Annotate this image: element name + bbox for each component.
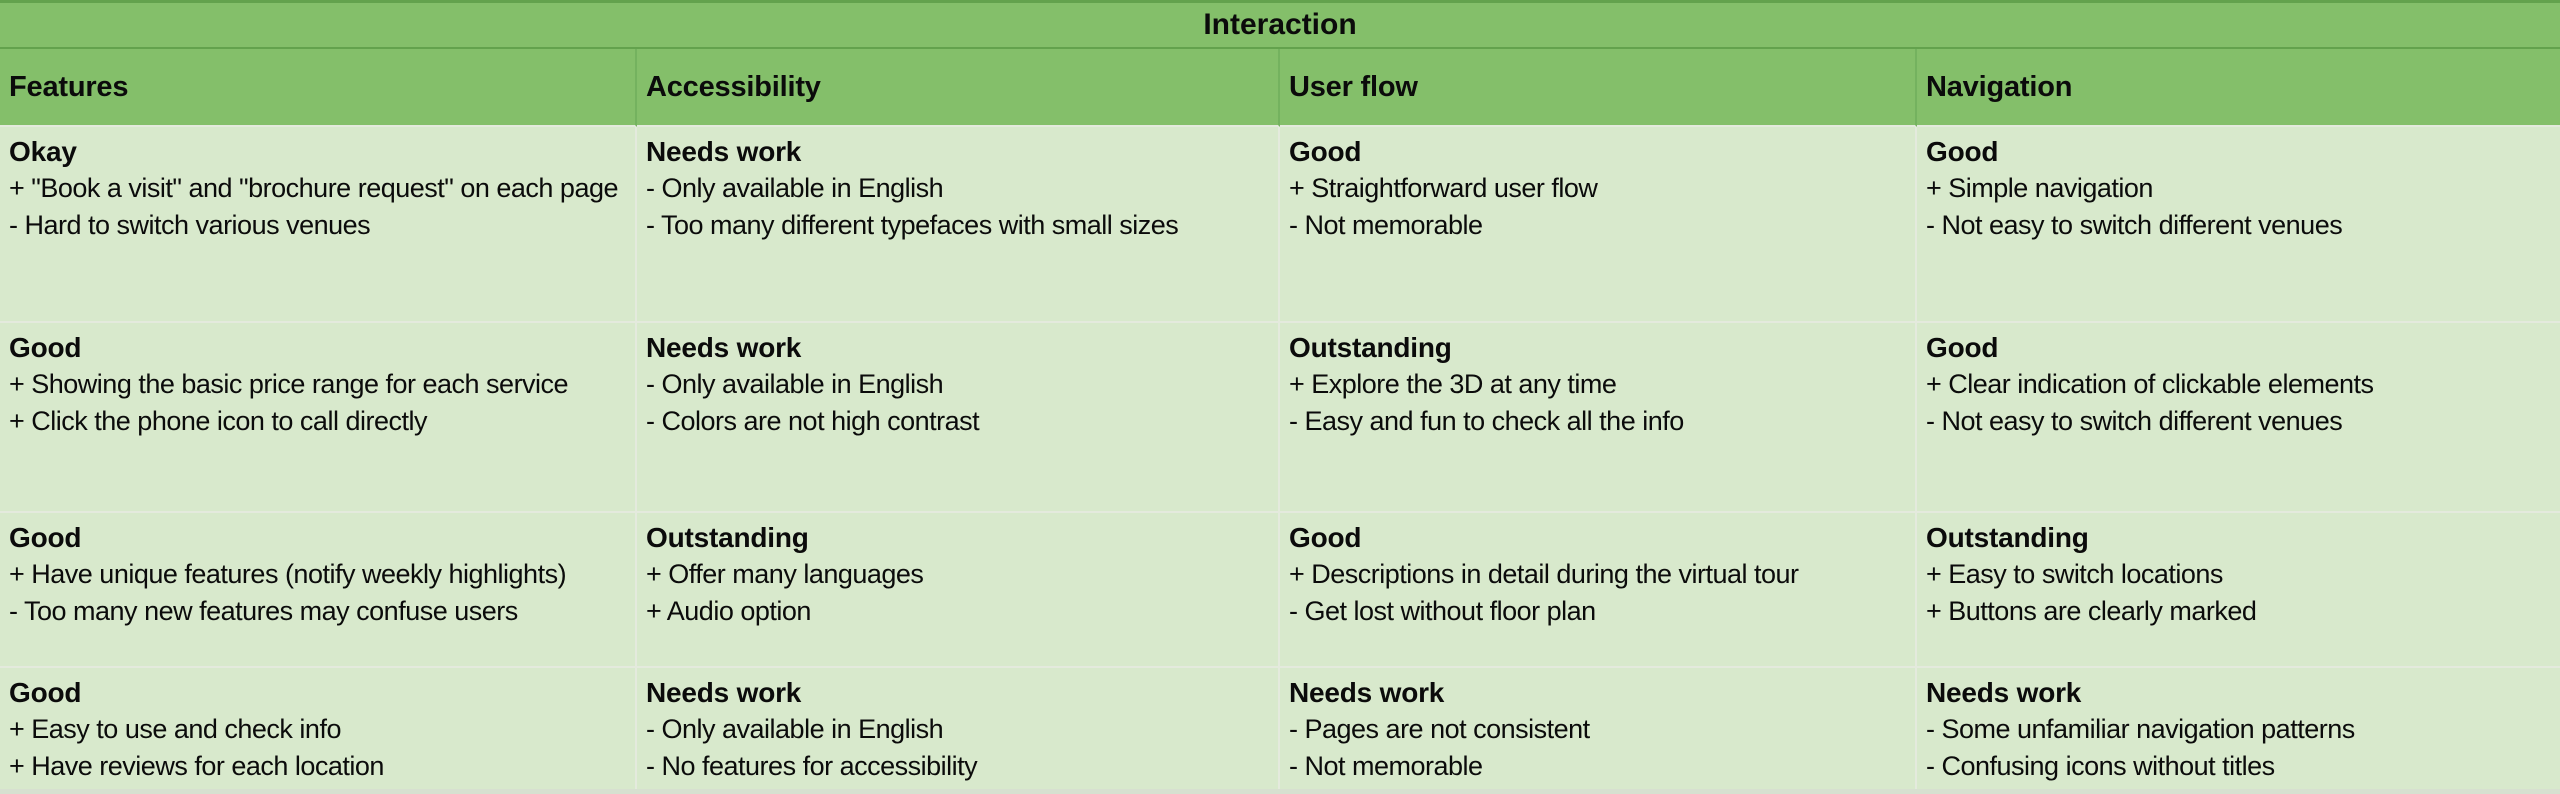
point-line: - No features for accessibility <box>646 751 978 781</box>
point-line: - Too many different typefaces with smal… <box>646 210 1179 240</box>
cell-row3-features[interactable]: Good + Have unique features (notify week… <box>0 513 637 668</box>
table-row: Good + Easy to use and check info + Have… <box>0 668 2560 789</box>
cell-row1-accessibility[interactable]: Needs work - Only available in English -… <box>637 127 1280 323</box>
point-line: - Not memorable <box>1289 210 1483 240</box>
point-line: - Only available in English <box>646 369 944 399</box>
rating-label: Needs work <box>646 332 802 363</box>
point-line: - Hard to switch various venues <box>9 210 371 240</box>
rating-label: Okay <box>9 136 77 167</box>
rating-label: Good <box>1926 332 1999 363</box>
rating-label: Good <box>9 677 82 708</box>
column-header-features[interactable]: Features <box>0 49 637 127</box>
column-header-navigation[interactable]: Navigation <box>1917 49 2560 127</box>
point-line: - Only available in English <box>646 173 944 203</box>
table-title-row: Interaction <box>0 0 2560 49</box>
point-line: + Buttons are clearly marked <box>1926 596 2257 626</box>
rating-label: Needs work <box>646 677 802 708</box>
point-line: + Clear indication of clickable elements <box>1926 369 2374 399</box>
point-line: - Not easy to switch different venues <box>1926 406 2343 436</box>
point-line: + Easy to switch locations <box>1926 559 2223 589</box>
rating-label: Outstanding <box>1926 522 2089 553</box>
point-line: - Pages are not consistent <box>1289 714 1590 744</box>
cell-row3-accessibility[interactable]: Outstanding + Offer many languages + Aud… <box>637 513 1280 668</box>
point-line: - Not easy to switch different venues <box>1926 210 2343 240</box>
cell-row2-accessibility[interactable]: Needs work - Only available in English -… <box>637 323 1280 513</box>
point-line: - Too many new features may confuse user… <box>9 596 518 626</box>
rating-label: Good <box>1289 522 1362 553</box>
point-line: + Easy to use and check info <box>9 714 341 744</box>
point-line: - Some unfamiliar navigation patterns <box>1926 714 2355 744</box>
cell-row1-navigation[interactable]: Good + Simple navigation - Not easy to s… <box>1917 127 2560 323</box>
rating-label: Needs work <box>1926 677 2082 708</box>
cell-row4-features[interactable]: Good + Easy to use and check info + Have… <box>0 668 637 789</box>
cell-row2-user-flow[interactable]: Outstanding + Explore the 3D at any time… <box>1280 323 1917 513</box>
column-header-accessibility[interactable]: Accessibility <box>637 49 1280 127</box>
rating-label: Good <box>9 522 82 553</box>
table-row: Good + Have unique features (notify week… <box>0 513 2560 668</box>
cell-row4-user-flow[interactable]: Needs work - Pages are not consistent - … <box>1280 668 1917 789</box>
rating-label: Needs work <box>646 136 802 167</box>
cell-row1-features[interactable]: Okay + "Book a visit" and "brochure requ… <box>0 127 637 323</box>
point-line: - Only available in English <box>646 714 944 744</box>
column-header-user-flow[interactable]: User flow <box>1280 49 1917 127</box>
point-line: + Click the phone icon to call directly <box>9 406 427 436</box>
cell-row2-features[interactable]: Good + Showing the basic price range for… <box>0 323 637 513</box>
point-line: + "Book a visit" and "brochure request" … <box>9 173 619 203</box>
table-row: Good + Showing the basic price range for… <box>0 323 2560 513</box>
table-row: Okay + "Book a visit" and "brochure requ… <box>0 127 2560 323</box>
rating-label: Good <box>9 332 82 363</box>
point-line: + Descriptions in detail during the virt… <box>1289 559 1799 589</box>
rating-label: Needs work <box>1289 677 1445 708</box>
cell-row1-user-flow[interactable]: Good + Straightforward user flow - Not m… <box>1280 127 1917 323</box>
point-line: + Simple navigation <box>1926 173 2153 203</box>
column-header-row: Features Accessibility User flow Navigat… <box>0 49 2560 127</box>
table-title: Interaction <box>1203 8 1357 41</box>
point-line: - Get lost without floor plan <box>1289 596 1596 626</box>
point-line: + Have reviews for each location <box>9 751 384 781</box>
cell-row3-user-flow[interactable]: Good + Descriptions in detail during the… <box>1280 513 1917 668</box>
cell-row4-accessibility[interactable]: Needs work - Only available in English -… <box>637 668 1280 789</box>
rating-label: Good <box>1289 136 1362 167</box>
point-line: - Easy and fun to check all the info <box>1289 406 1684 436</box>
point-line: + Straightforward user flow <box>1289 173 1598 203</box>
rating-label: Good <box>1926 136 1999 167</box>
cell-row4-navigation[interactable]: Needs work - Some unfamiliar navigation … <box>1917 668 2560 789</box>
point-line: + Have unique features (notify weekly hi… <box>9 559 567 589</box>
point-line: + Offer many languages <box>646 559 924 589</box>
cell-row3-navigation[interactable]: Outstanding + Easy to switch locations +… <box>1917 513 2560 668</box>
point-line: - Not memorable <box>1289 751 1483 781</box>
point-line: - Colors are not high contrast <box>646 406 980 436</box>
cell-row2-navigation[interactable]: Good + Clear indication of clickable ele… <box>1917 323 2560 513</box>
point-line: + Showing the basic price range for each… <box>9 369 569 399</box>
point-line: - Confusing icons without titles <box>1926 751 2275 781</box>
point-line: + Audio option <box>646 596 811 626</box>
rating-label: Outstanding <box>646 522 809 553</box>
rating-label: Outstanding <box>1289 332 1452 363</box>
point-line: + Explore the 3D at any time <box>1289 369 1617 399</box>
